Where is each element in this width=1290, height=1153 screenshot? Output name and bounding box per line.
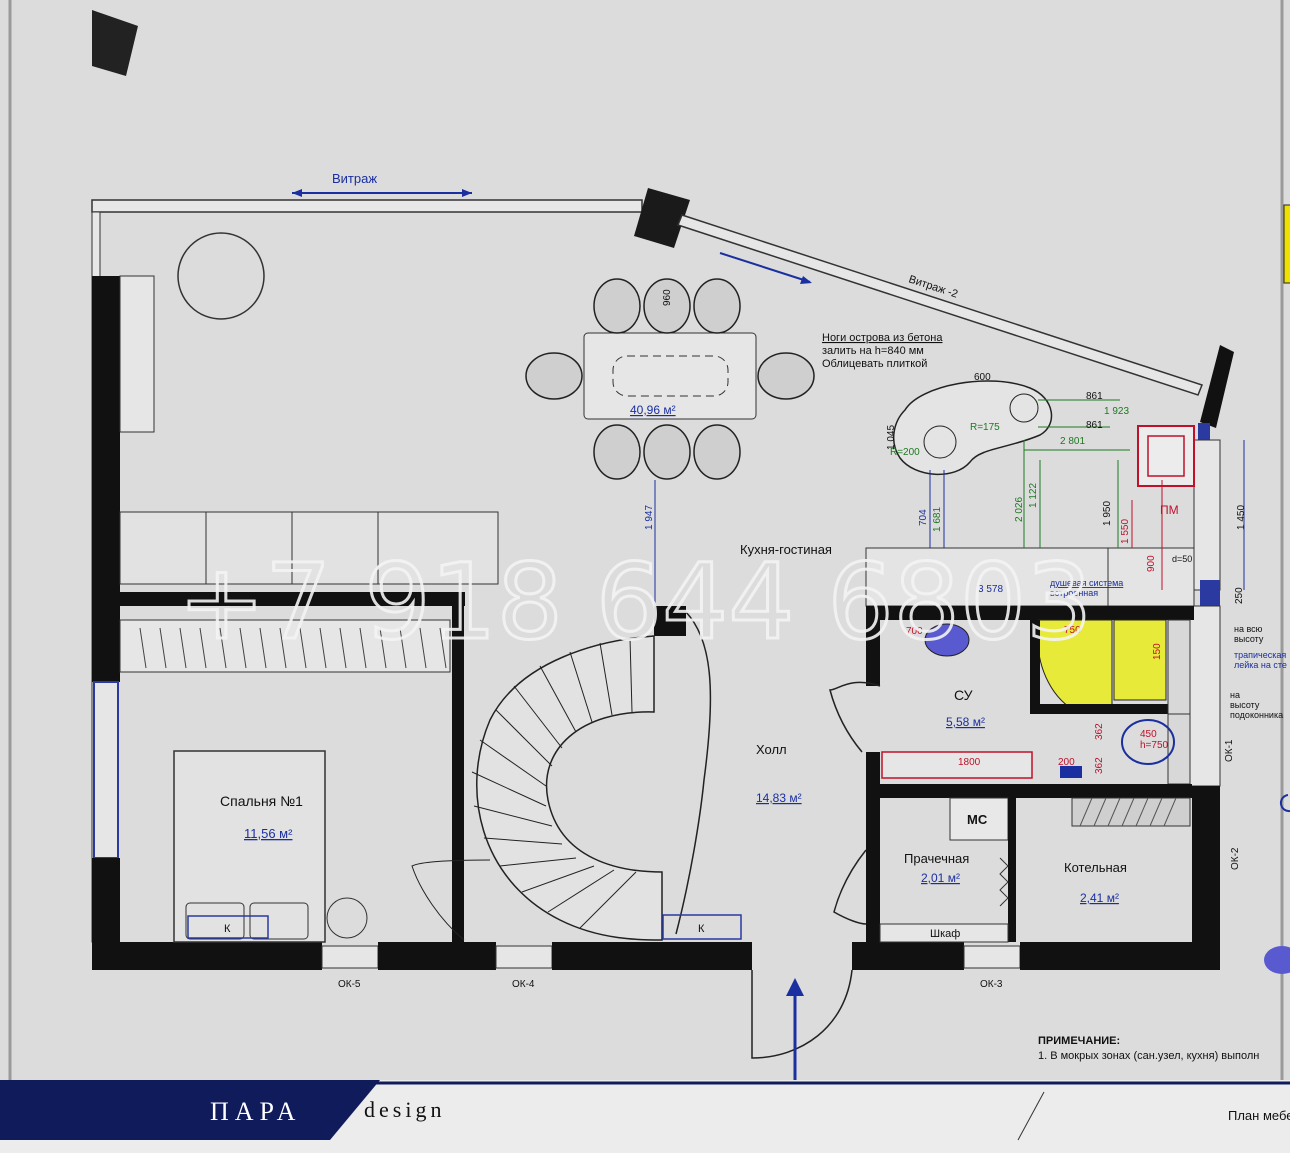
dim-960: 960 bbox=[662, 289, 673, 306]
dim-900: 900 bbox=[1146, 555, 1157, 572]
room-name-kitchen: Кухня-гостиная bbox=[740, 542, 832, 557]
window-ok3: ОК-3 bbox=[980, 979, 1003, 990]
room-area-hall: 14,83 м² bbox=[756, 791, 802, 805]
island-note-line1: Ноги острова из бетона bbox=[822, 332, 943, 344]
dim-2801: 2 801 bbox=[1060, 436, 1085, 447]
north-marker-icon bbox=[92, 10, 138, 76]
dim-1122: 1 122 bbox=[1028, 483, 1039, 508]
dim-r175: R=175 bbox=[970, 422, 1000, 433]
mc-label: МС bbox=[967, 812, 988, 827]
sheet-title: План мебе bbox=[1228, 1108, 1290, 1123]
window-ok4: ОК-4 bbox=[512, 979, 535, 990]
room-name-bathroom: СУ bbox=[954, 687, 973, 703]
pm-label: ПМ bbox=[1160, 503, 1179, 517]
dim-1045: 1 045 bbox=[886, 425, 897, 450]
dim-861-bottom: 861 bbox=[1086, 420, 1103, 431]
dim-704: 704 bbox=[918, 509, 929, 526]
brand-band bbox=[0, 1080, 380, 1140]
dim-861-top: 861 bbox=[1086, 391, 1103, 402]
note-text: 1. В мокрых зонах (сан.узел, кухня) выпо… bbox=[1038, 1050, 1259, 1062]
room-area-boiler: 2,41 м² bbox=[1080, 891, 1119, 905]
room-area-bedroom: 11,56 м² bbox=[244, 826, 293, 841]
dim-1450: 1 450 bbox=[1236, 505, 1247, 530]
room-name-laundry: Прачечная bbox=[904, 851, 969, 866]
window-ok5: ОК-5 bbox=[338, 979, 361, 990]
room-name-hall: Холл bbox=[756, 742, 787, 757]
k-bedroom-label: К bbox=[224, 923, 231, 935]
window-ok2: ОК-2 bbox=[1230, 847, 1241, 870]
dim-600: 600 bbox=[974, 372, 991, 383]
sill-line1: на bbox=[1230, 690, 1240, 700]
dim-362-top: 362 bbox=[1094, 723, 1105, 740]
dim-150: 150 bbox=[1152, 643, 1163, 660]
phone-watermark: +7 918 644 6803 bbox=[178, 541, 1092, 663]
full-height-line1: на всю bbox=[1234, 624, 1263, 634]
trap-line2: лейка на сте bbox=[1234, 660, 1287, 670]
full-height-line2: высоту bbox=[1234, 634, 1264, 644]
room-name-bedroom: Спальня №1 bbox=[220, 793, 303, 809]
window-ok1: ОК-1 bbox=[1224, 739, 1235, 762]
d50-label: d=50 bbox=[1172, 554, 1192, 564]
sill-line2: высоту bbox=[1230, 700, 1260, 710]
dim-450: 450 bbox=[1140, 729, 1157, 740]
shkaf-label: Шкаф bbox=[930, 928, 960, 940]
h750-label: h=750 bbox=[1140, 740, 1169, 751]
trap-line1: трапическая bbox=[1234, 650, 1286, 660]
shower-line1: душевая система bbox=[1050, 578, 1123, 588]
sill-line3: подоконника bbox=[1230, 710, 1283, 720]
dim-750: 750 bbox=[1064, 625, 1081, 636]
dim-1681: 1 681 bbox=[932, 507, 943, 532]
dim-r200: R=200 bbox=[890, 447, 920, 458]
dim-700: 700 bbox=[906, 626, 923, 637]
dim-3578: 3 578 bbox=[978, 584, 1003, 595]
k-kitchen-label: К bbox=[698, 923, 705, 935]
dim-250: 250 bbox=[1234, 587, 1245, 604]
room-area-kitchen: 40,96 м² bbox=[630, 403, 676, 417]
room-area-bathroom: 5,58 м² bbox=[946, 715, 985, 729]
room-name-boiler: Котельная bbox=[1064, 860, 1127, 875]
brand-name: ПАРА bbox=[210, 1097, 301, 1126]
island-note-line3: Облицевать плиткой bbox=[822, 358, 927, 370]
dim-1800: 1800 bbox=[958, 757, 981, 768]
dim-1947: 1 947 bbox=[644, 505, 655, 530]
dim-1950: 1 950 bbox=[1102, 501, 1113, 526]
note-title: ПРИМЕЧАНИЕ: bbox=[1038, 1035, 1120, 1047]
room-area-laundry: 2,01 м² bbox=[921, 871, 960, 885]
island-note-line2: залить на h=840 мм bbox=[822, 345, 924, 357]
dim-1550: 1 550 bbox=[1120, 519, 1131, 544]
dim-1923: 1 923 bbox=[1104, 406, 1129, 417]
vitrazh-label: Витраж bbox=[332, 171, 377, 186]
dim-2026: 2 026 bbox=[1014, 497, 1025, 522]
dim-362-bottom: 362 bbox=[1094, 757, 1105, 774]
shower-line2: встроенная bbox=[1050, 588, 1098, 598]
brand-suffix: design bbox=[364, 1097, 445, 1122]
dim-200: 200 bbox=[1058, 757, 1075, 768]
